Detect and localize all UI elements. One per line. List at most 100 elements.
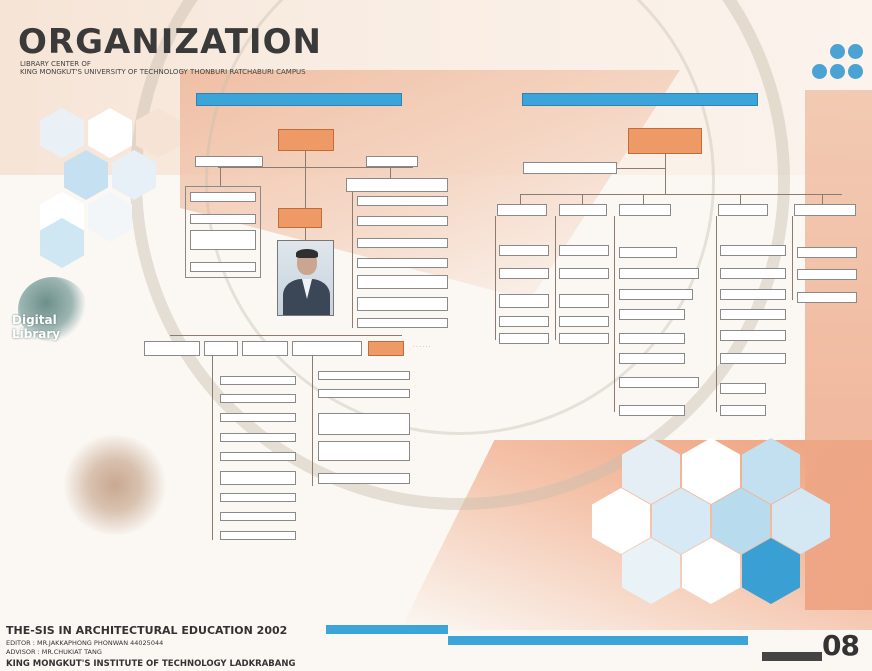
org-box: [559, 294, 609, 308]
org-box: [220, 433, 296, 442]
org-box: [357, 275, 448, 289]
org-box: [559, 316, 609, 327]
org-box: [720, 353, 786, 364]
hexagon: [622, 438, 680, 504]
org-box: [190, 230, 256, 250]
footer-institute: KING MONGKUT'S INSTITUTE OF TECHNOLOGY L…: [6, 659, 296, 669]
org-box: [190, 262, 256, 272]
page-subtitle: LIBRARY CENTER OF KING MONGKUT'S UNIVERS…: [20, 60, 306, 76]
org-box-deputy: [278, 208, 322, 228]
org-box: [190, 192, 256, 202]
hexagon: [652, 488, 710, 554]
footer-editor: EDITOR : MR.JAKKAPHONG PHONWAN 44025044: [6, 639, 164, 647]
org-box: [357, 216, 448, 226]
org-box: [357, 318, 448, 328]
org-box: [497, 204, 547, 216]
org-box: [720, 383, 766, 394]
org-box: [720, 309, 786, 320]
org-box: [797, 292, 857, 303]
org-box: [720, 268, 786, 279]
footer-dark-bar: [762, 652, 822, 661]
footer: THE-SIS IN ARCHITECTURAL EDUCATION 2002 …: [0, 622, 872, 671]
hexagon: [682, 438, 740, 504]
org-box: [220, 531, 296, 540]
org-box: [220, 471, 296, 485]
digital-library-image: [18, 277, 88, 342]
org-box: [720, 245, 786, 256]
org-box: [559, 245, 609, 256]
org-box: [220, 376, 296, 385]
org-box: [797, 269, 857, 280]
hexagon: [622, 538, 680, 604]
hexagon: [742, 438, 800, 504]
digital-library-graphic: Digital Library: [8, 277, 88, 347]
chart-header-bar-left: [196, 93, 402, 106]
org-box: [357, 238, 448, 248]
org-group: [185, 186, 261, 278]
digital-library-label: Digital Library: [12, 313, 61, 341]
hexagon: [772, 488, 830, 554]
org-box: [190, 214, 256, 224]
org-box: [619, 377, 699, 388]
org-box: [619, 268, 699, 279]
org-box-highlight: [368, 341, 404, 356]
footer-blue-bar: [326, 625, 448, 634]
org-box: [619, 353, 685, 364]
org-box: [220, 394, 296, 403]
org-box: [357, 258, 448, 268]
org-box: [619, 204, 671, 216]
org-box: [220, 512, 296, 521]
org-box: [523, 162, 617, 174]
org-box: [559, 333, 609, 344]
page-number: 08: [822, 629, 860, 662]
org-box: [619, 289, 693, 300]
org-box-head: [628, 128, 702, 154]
org-box: [195, 156, 263, 167]
org-box: [318, 371, 410, 380]
org-box: [718, 204, 768, 216]
chart-header-bar-right: [522, 93, 758, 106]
org-box-director: [278, 129, 334, 151]
org-box: [318, 441, 410, 461]
org-box: [794, 204, 856, 216]
org-box: [499, 316, 549, 327]
decorative-image: [60, 435, 170, 535]
org-box: [499, 245, 549, 256]
org-box: [318, 473, 410, 484]
director-photo: [277, 240, 334, 316]
org-box: [242, 341, 288, 356]
footer-blue-bar: [448, 636, 748, 645]
hexagon: [682, 538, 740, 604]
footer-advisor: ADVISOR : MR.CHUKIAT TANG: [6, 648, 102, 656]
org-box: [559, 204, 607, 216]
org-box: [346, 178, 448, 192]
org-box: [720, 289, 786, 300]
org-box: [797, 247, 857, 258]
org-box: [220, 493, 296, 502]
org-box: [357, 297, 448, 311]
hexagon: [712, 488, 770, 554]
blue-dots-decoration: [812, 40, 868, 84]
org-box: [357, 196, 448, 206]
org-box: [619, 405, 685, 416]
org-box: [204, 341, 238, 356]
org-box: [366, 156, 418, 167]
org-box: [559, 268, 609, 279]
org-box: [619, 247, 677, 258]
hexagon: [742, 538, 800, 604]
org-box: [720, 405, 766, 416]
footer-thesis-title: THE-SIS IN ARCHITECTURAL EDUCATION 2002: [6, 624, 288, 637]
hexagon: [88, 192, 132, 242]
org-box: [499, 333, 549, 344]
org-box: [220, 452, 296, 461]
hexagon: [592, 488, 650, 554]
page-title: ORGANIZATION: [18, 22, 322, 62]
org-box: [619, 309, 685, 320]
org-box: [499, 294, 549, 308]
org-box: [220, 413, 296, 422]
subtitle-line: KING MONGKUT'S UNIVERSITY OF TECHNOLOGY …: [20, 68, 306, 76]
org-box: [318, 413, 410, 435]
org-box: [318, 389, 410, 398]
org-box: [292, 341, 362, 356]
